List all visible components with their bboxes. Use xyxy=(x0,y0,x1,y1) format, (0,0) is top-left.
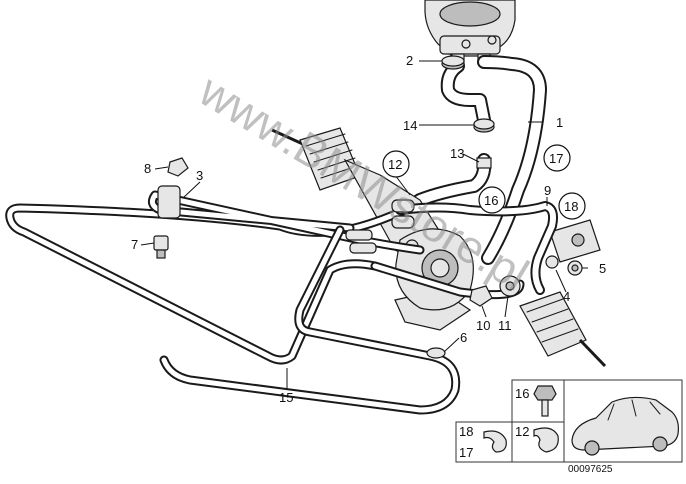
detail-label-12: 12 xyxy=(515,424,529,439)
circled-callouts: 12 16 17 18 xyxy=(382,144,586,220)
pressure-line-3 xyxy=(147,185,461,415)
callout-15: 15 xyxy=(279,390,293,405)
callout-8: 8 xyxy=(144,161,151,176)
seal-5 xyxy=(567,260,583,276)
detail-box-car xyxy=(563,379,683,463)
leader-lines xyxy=(140,60,588,389)
clamp-2 xyxy=(441,55,465,70)
detail-box-clamp-b: 12 xyxy=(511,421,565,463)
clamp-14 xyxy=(473,118,495,133)
callout-4: 4 xyxy=(563,289,570,304)
circled-callout-16: 16 xyxy=(484,193,498,208)
detail-label-17: 17 xyxy=(459,445,473,460)
circle-12 xyxy=(382,150,410,178)
hose-13 xyxy=(398,59,492,217)
banjo-bolt-10 xyxy=(469,285,493,307)
detail-box-clamp-a: 18 17 xyxy=(455,421,513,463)
hose-fittings xyxy=(345,199,415,254)
callout-11: 11 xyxy=(498,318,512,333)
sensor-7 xyxy=(153,235,169,259)
circle-18 xyxy=(558,192,586,220)
document-number: 00097625 xyxy=(568,464,613,475)
detail-label-18: 18 xyxy=(459,424,473,439)
callouts: 1 2 3 4 5 6 7 8 9 10 11 13 14 15 xyxy=(131,53,606,405)
callout-1: 1 xyxy=(556,115,563,130)
callout-13: 13 xyxy=(450,146,464,161)
callout-3: 3 xyxy=(196,168,203,183)
circle-16 xyxy=(478,186,506,214)
fitting-4 xyxy=(545,255,559,269)
reservoir xyxy=(424,0,516,65)
callout-5: 5 xyxy=(599,261,606,276)
detail-label-16: 16 xyxy=(515,386,529,401)
callout-14: 14 xyxy=(403,118,417,133)
circled-callout-12: 12 xyxy=(388,157,402,172)
callout-9: 9 xyxy=(544,183,551,198)
hose-9 xyxy=(395,201,559,295)
nut-8 xyxy=(167,157,189,177)
detail-box-bolt: 16 xyxy=(511,379,565,423)
circle-17 xyxy=(543,144,571,172)
circled-callout-17: 17 xyxy=(549,151,563,166)
callout-2: 2 xyxy=(406,53,413,68)
callout-7: 7 xyxy=(131,237,138,252)
circled-callout-18: 18 xyxy=(564,199,578,214)
seal-6 xyxy=(426,347,446,359)
fitting-11 xyxy=(499,275,521,297)
callout-10: 10 xyxy=(476,318,490,333)
callout-6: 6 xyxy=(460,330,467,345)
